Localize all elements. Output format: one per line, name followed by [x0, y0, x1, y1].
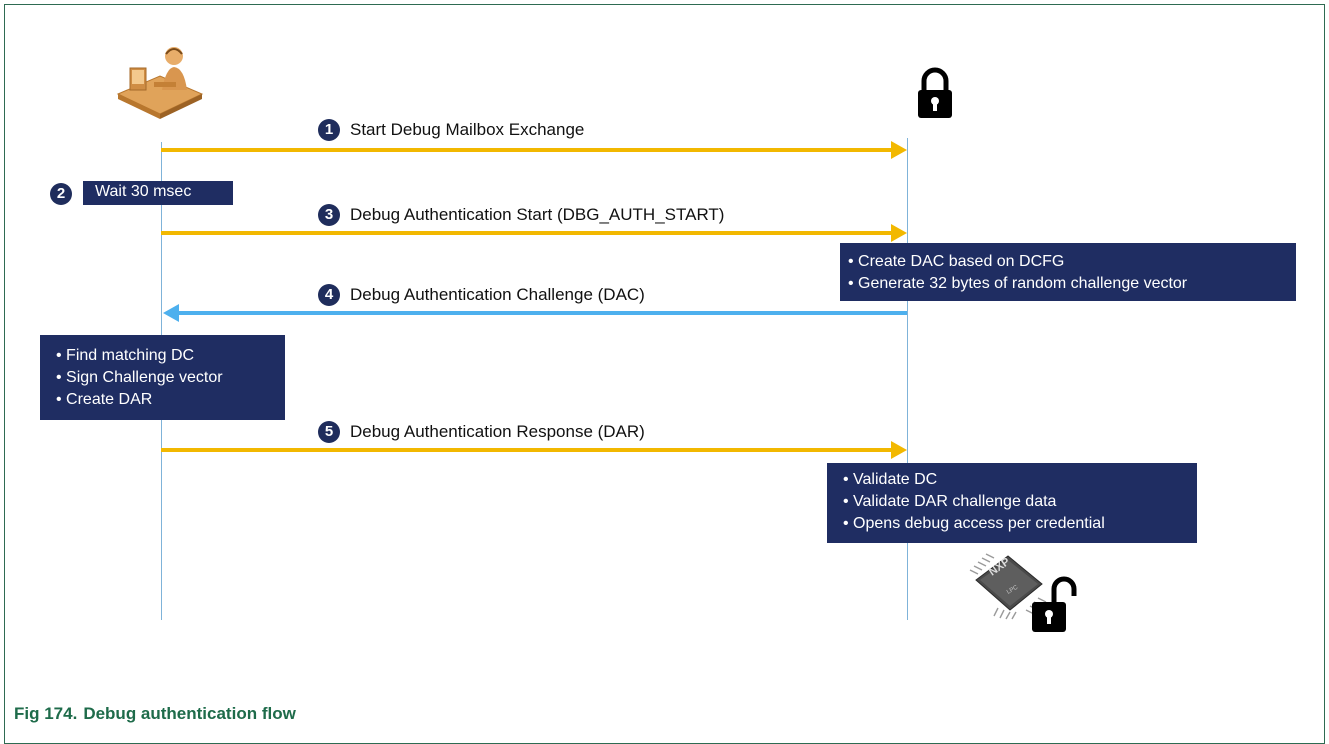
step-5-arrow — [161, 448, 891, 452]
step-4-label: 4 Debug Authentication Challenge (DAC) — [318, 284, 645, 306]
step-1-arrow — [161, 148, 891, 152]
figure-title: Debug authentication flow — [83, 704, 296, 723]
step-3-text: Debug Authentication Start (DBG_AUTH_STA… — [350, 205, 725, 224]
padlock-unlocked-icon — [1032, 576, 1077, 632]
step-1-text: Start Debug Mailbox Exchange — [350, 120, 585, 139]
step-5-arrowhead — [891, 441, 907, 459]
figure-label: Fig 174. — [14, 704, 78, 723]
chip-model-text: LPC — [1006, 584, 1020, 595]
step-3-arrow — [161, 231, 891, 235]
host-response-item: Sign Challenge vector — [56, 367, 269, 389]
host-response-note: Find matching DC Sign Challenge vector C… — [40, 335, 285, 420]
device-validate-item: Validate DC — [843, 469, 1181, 491]
step-1-label: 1 Start Debug Mailbox Exchange — [318, 119, 584, 141]
step-2-note: Wait 30 msec — [83, 181, 233, 205]
device-lifeline — [907, 138, 908, 620]
figure-caption: Fig 174. Debug authentication flow — [14, 704, 302, 724]
step-2-text: Wait 30 msec — [95, 183, 192, 200]
step-1-arrowhead — [891, 141, 907, 159]
operator-workstation-icon — [116, 47, 204, 119]
step-4-number: 4 — [318, 284, 340, 306]
host-response-item: Find matching DC — [56, 345, 269, 367]
step-4-arrowhead — [163, 304, 179, 322]
step-4-text: Debug Authentication Challenge (DAC) — [350, 285, 645, 304]
step-3-label: 3 Debug Authentication Start (DBG_AUTH_S… — [318, 204, 724, 226]
step-5-label: 5 Debug Authentication Response (DAR) — [318, 421, 645, 443]
device-validate-item: Validate DAR challenge data — [843, 491, 1181, 513]
step-5-number: 5 — [318, 421, 340, 443]
step-1-number: 1 — [318, 119, 340, 141]
host-response-item: Create DAR — [56, 389, 269, 411]
device-challenge-item: Create DAC based on DCFG — [848, 251, 1288, 273]
step-4-arrow — [179, 311, 907, 315]
device-challenge-note: Create DAC based on DCFG Generate 32 byt… — [840, 243, 1296, 301]
device-challenge-item: Generate 32 bytes of random challenge ve… — [848, 273, 1288, 295]
step-3-number: 3 — [318, 204, 340, 226]
device-validate-item: Opens debug access per credential — [843, 513, 1181, 535]
step-3-arrowhead — [891, 224, 907, 242]
padlock-locked-icon — [918, 67, 952, 118]
step-5-text: Debug Authentication Response (DAR) — [350, 422, 645, 441]
nxp-lpc-chip-icon: NXP LPC — [969, 553, 1047, 620]
step-2-number: 2 — [50, 183, 72, 205]
device-validate-note: Validate DC Validate DAR challenge data … — [827, 463, 1197, 543]
